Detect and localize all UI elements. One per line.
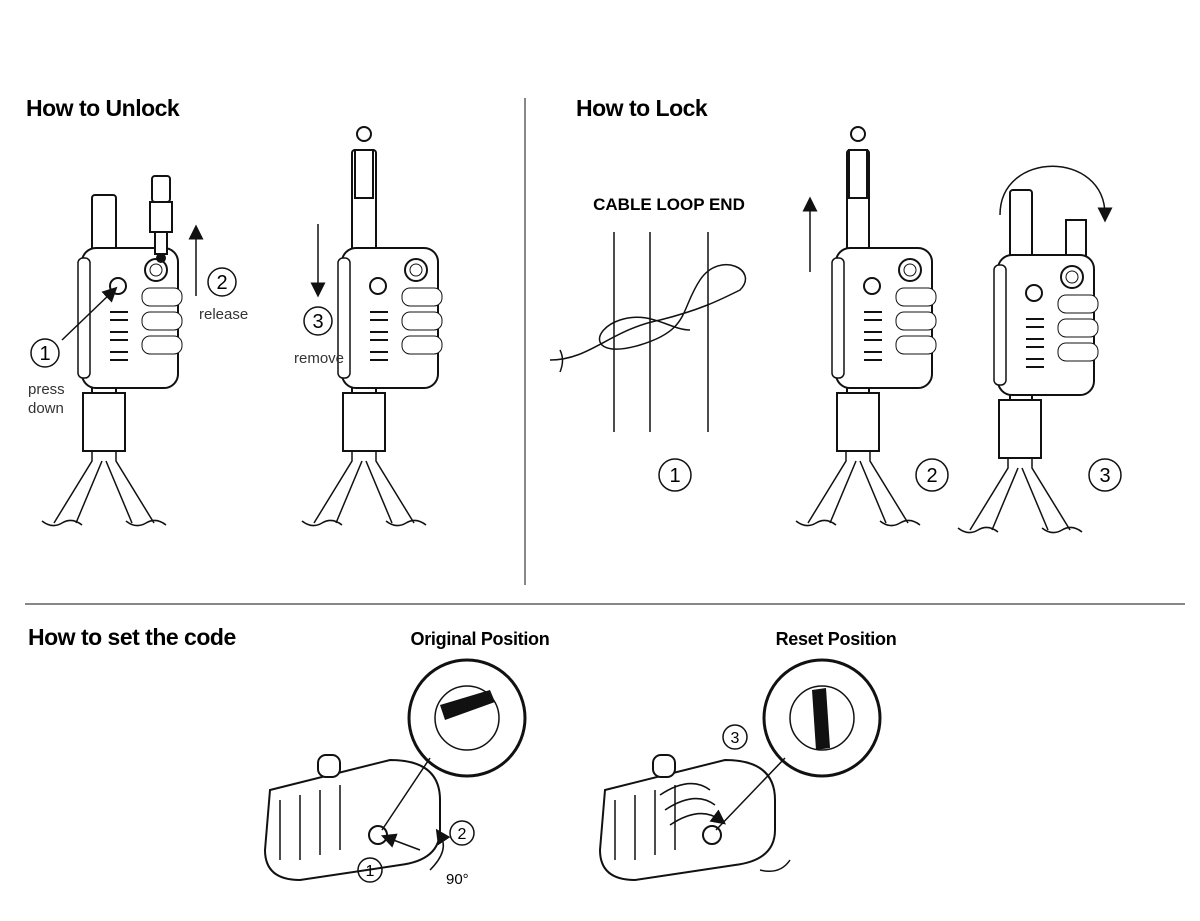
step-number: 3 xyxy=(731,730,740,747)
down-label: down xyxy=(28,400,64,417)
set-code-heading: How to set the code xyxy=(28,624,236,650)
code-step-3-circle xyxy=(722,724,748,750)
step-number: 1 xyxy=(669,465,680,487)
unlock-step-illustration-1 xyxy=(41,175,204,527)
lock-step-illustration-2 xyxy=(795,126,937,527)
step-number: 2 xyxy=(458,826,467,843)
magnifier-circle xyxy=(407,658,527,778)
step-number: 1 xyxy=(39,343,50,365)
step-number: 2 xyxy=(926,465,937,487)
step-number: 1 xyxy=(366,863,375,880)
lock-step-1-circle xyxy=(658,458,692,492)
step-3-circle xyxy=(303,306,333,336)
step-2-circle xyxy=(207,267,237,297)
lock-heading: How to Lock xyxy=(576,95,708,121)
step-number: 2 xyxy=(216,272,227,294)
step-1-circle xyxy=(30,338,60,368)
press-label: press xyxy=(28,381,65,398)
angle-label: 90° xyxy=(446,871,469,888)
code-step-2-circle xyxy=(449,820,475,846)
lock-step-illustration-3 xyxy=(957,165,1113,534)
unlock-step-illustration-2 xyxy=(301,126,443,527)
reset-position-title: Reset Position xyxy=(776,629,897,649)
lock-step-3-circle xyxy=(1088,458,1122,492)
dial-rotate-arrows-icon xyxy=(659,782,720,825)
step-number: 3 xyxy=(1099,465,1110,487)
rotate-arrow-icon xyxy=(429,828,451,871)
original-position-title: Original Position xyxy=(411,629,550,649)
cable-loop-illustration xyxy=(549,232,747,432)
code-step-1-circle xyxy=(357,857,383,883)
unlock-heading: How to Unlock xyxy=(26,95,180,121)
arrow-insert-icon xyxy=(380,833,421,851)
arrow-curve-icon xyxy=(999,165,1113,223)
remove-label: remove xyxy=(294,350,344,367)
release-label: release xyxy=(199,306,248,323)
reset-position-illustration xyxy=(598,658,882,882)
step-number: 3 xyxy=(312,311,323,333)
arrow-press-icon xyxy=(61,286,118,341)
lock-step-2-circle xyxy=(915,458,949,492)
cable-loop-label: CABLE LOOP END xyxy=(593,195,745,214)
original-position-illustration xyxy=(263,658,527,882)
